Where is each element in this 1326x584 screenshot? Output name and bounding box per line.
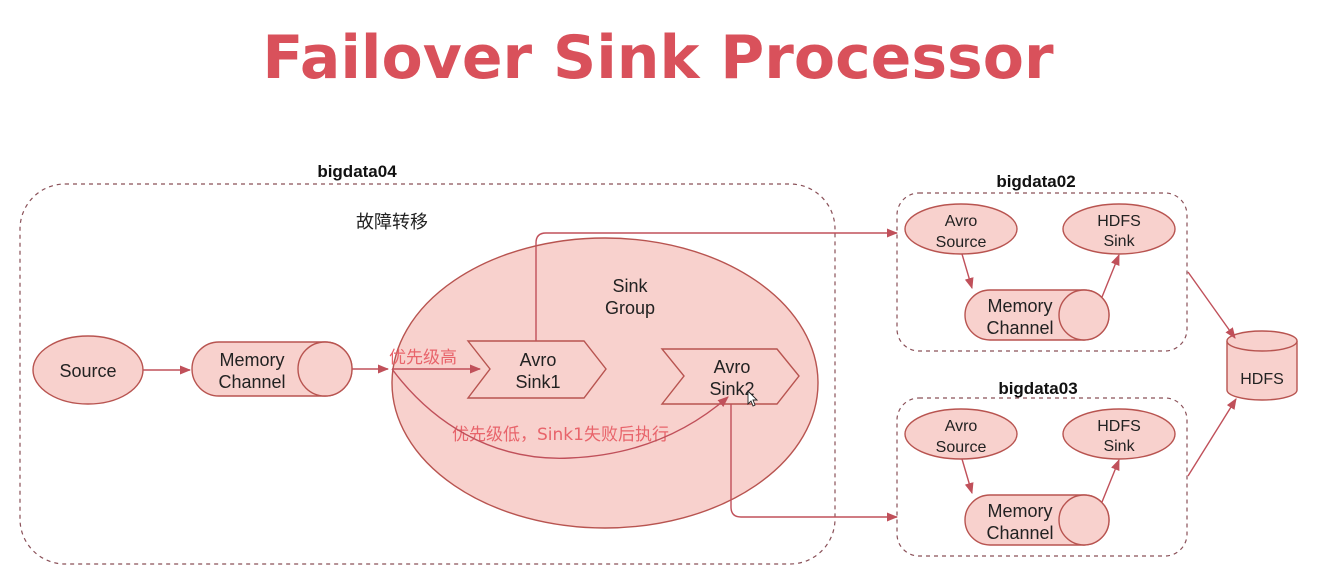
arrow-sink2-to-bigdata03	[730, 404, 899, 522]
memory-channel-bigdata03-line2: Channel	[986, 523, 1053, 543]
sink-group-label-line1: Sink	[612, 276, 648, 296]
host-label-bigdata03: bigdata03	[998, 379, 1077, 398]
mouse-cursor-icon	[747, 389, 759, 407]
low-priority-note: 优先级低，Sink1失败后执行	[452, 425, 669, 445]
hdfs-sink-bigdata03-line2: Sink	[1103, 438, 1135, 455]
avro-source-bigdata02-line2: Source	[936, 234, 987, 251]
memory-channel-bigdata02	[964, 289, 1110, 341]
memory-channel-bigdata03-line1: Memory	[987, 501, 1052, 521]
avro-sink2-label-line2: Sink2	[709, 379, 754, 399]
arrow-sink1-to-bigdata02	[535, 228, 899, 341]
sink-group-label-line2: Group	[605, 298, 655, 318]
avro-sink1-label-line1: Avro	[520, 350, 557, 370]
avro-sink1-label-line2: Sink1	[515, 372, 560, 392]
failover-label: 故障转移	[356, 212, 428, 233]
avro-sink2-label-line1: Avro	[714, 357, 751, 377]
avro-source-bigdata03	[904, 408, 1018, 460]
avro-source-bigdata03-line1: Avro	[945, 418, 978, 435]
avro-sink1	[466, 340, 607, 399]
hdfs-storage-label: HDFS	[1240, 371, 1284, 388]
memory-channel-bigdata02-line2: Channel	[986, 318, 1053, 338]
avro-source-bigdata02-line1: Avro	[945, 213, 978, 230]
host-label-bigdata04: bigdata04	[317, 162, 397, 181]
hdfs-sink-bigdata03-line1: HDFS	[1097, 418, 1141, 435]
memory-channel-bigdata03	[964, 494, 1110, 546]
high-priority-note: 优先级高	[389, 348, 457, 368]
source-label: Source	[59, 361, 116, 381]
host-box-bigdata03	[896, 397, 1188, 557]
arrow-avro-source-to-channel-bigdata02	[961, 253, 974, 290]
hdfs-sink-bigdata02-line1: HDFS	[1097, 213, 1141, 230]
arrow-bigdata02-to-hdfs	[1187, 271, 1236, 339]
host-box-bigdata04	[19, 183, 836, 565]
page-title: Failover Sink Processor	[262, 23, 1054, 93]
hdfs-sink-bigdata02-line2: Sink	[1103, 233, 1135, 250]
hdfs-storage	[1226, 330, 1298, 401]
avro-source-bigdata02	[904, 203, 1018, 255]
host-label-bigdata02: bigdata02	[996, 172, 1075, 191]
arrow-avro-source-to-channel-bigdata03	[961, 458, 974, 495]
sink-group	[391, 237, 819, 529]
avro-source-bigdata03-line2: Source	[936, 439, 987, 456]
arrow-bigdata03-to-hdfs	[1187, 398, 1237, 477]
memory-channel-bigdata02-line1: Memory	[987, 296, 1052, 316]
arrow-channel-to-hdfs-sink-bigdata02	[1101, 253, 1120, 298]
host-box-bigdata02	[896, 192, 1188, 352]
memory-channel-label-line1: Memory	[219, 350, 284, 370]
arrow-to-sink2	[391, 368, 729, 459]
memory-channel-label-line2: Channel	[218, 372, 285, 392]
avro-sink2	[660, 348, 800, 405]
arrow-channel-to-hdfs-sink-bigdata03	[1101, 458, 1120, 503]
memory-channel-bigdata04	[191, 341, 353, 397]
